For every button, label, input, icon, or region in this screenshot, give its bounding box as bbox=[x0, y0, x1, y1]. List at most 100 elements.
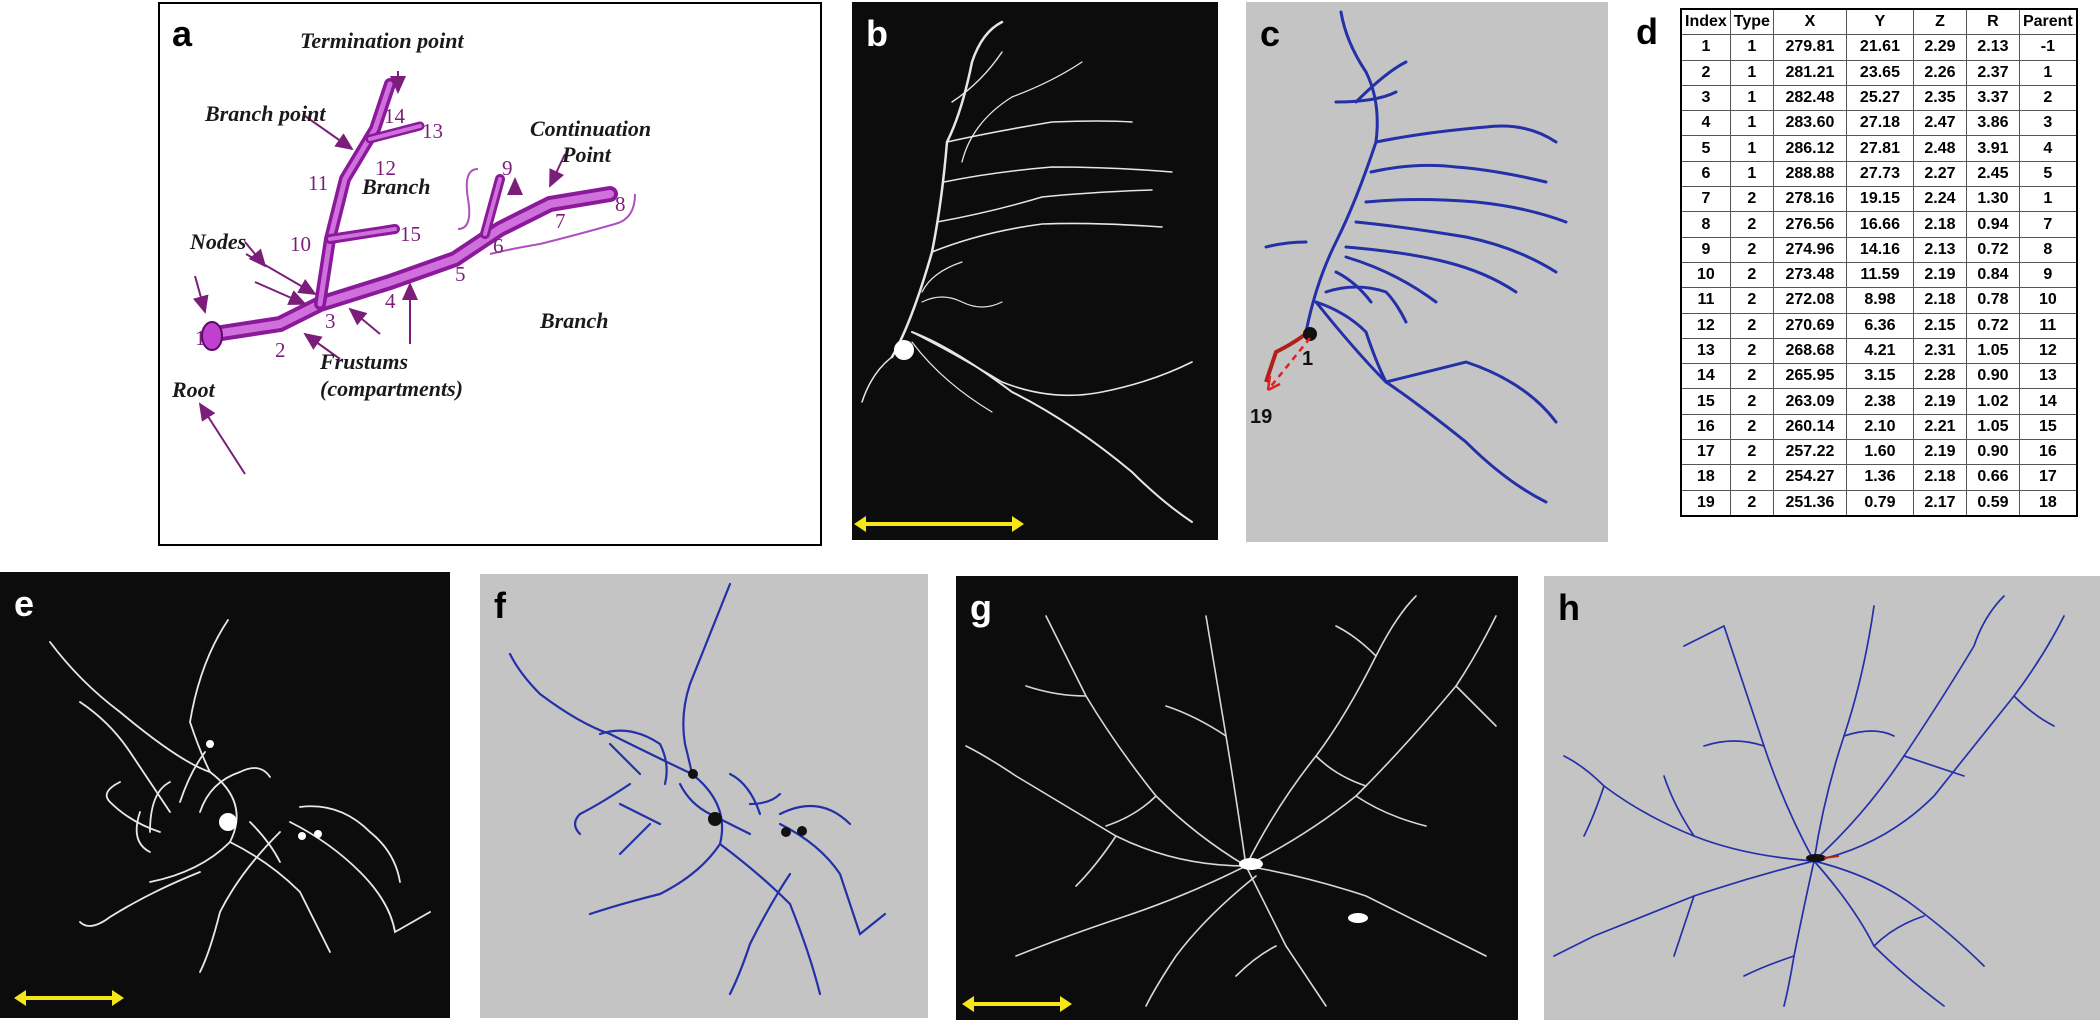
node-number: 12 bbox=[375, 156, 396, 180]
table-cell: 1.30 bbox=[1965, 186, 2020, 213]
neuron-fluorescence-image bbox=[49, 619, 431, 973]
neuron-trace-blue bbox=[1553, 595, 2065, 1007]
table-cell: 276.56 bbox=[1772, 211, 1847, 238]
table-cell: 2.45 bbox=[1965, 160, 2020, 188]
neuron-trace-blue bbox=[508, 582, 887, 996]
table-cell: 1 bbox=[2018, 186, 2078, 213]
soma bbox=[1806, 854, 1826, 862]
node-number: 7 bbox=[555, 209, 566, 233]
table-cell: 260.14 bbox=[1772, 413, 1847, 441]
panel-letter-b: b bbox=[866, 13, 888, 54]
table-cell: 0.79 bbox=[1845, 489, 1914, 517]
table-cell: 21.61 bbox=[1845, 34, 1914, 61]
table-cell: 1 bbox=[1729, 110, 1774, 137]
panel-letter-a: a bbox=[172, 13, 193, 54]
scale-bar bbox=[854, 516, 1024, 532]
root-cap bbox=[201, 321, 223, 351]
label-compartments: (compartments) bbox=[320, 376, 463, 401]
table-cell: 2.19 bbox=[1912, 439, 1967, 466]
table-cell: 281.21 bbox=[1772, 59, 1847, 86]
table-cell: 2.48 bbox=[1912, 135, 1967, 162]
neuron-fluorescence-image bbox=[861, 20, 1193, 523]
table-cell: 257.22 bbox=[1772, 439, 1847, 466]
table-cell: 2.31 bbox=[1912, 337, 1967, 365]
table-cell: 2 bbox=[1729, 186, 1774, 213]
table-cell: 2.37 bbox=[1965, 59, 2020, 86]
soma bbox=[1348, 913, 1368, 923]
table-cell: 12 bbox=[2018, 337, 2078, 365]
table-cell: 254.27 bbox=[1772, 464, 1847, 491]
neuron-fluorescence-image bbox=[965, 595, 1497, 1007]
table-cell: 279.81 bbox=[1772, 34, 1847, 61]
scale-bar bbox=[14, 990, 124, 1006]
panel-letter-c: c bbox=[1260, 13, 1281, 54]
table-cell: 2 bbox=[2018, 84, 2078, 112]
table-cell: 6.36 bbox=[1845, 312, 1914, 339]
table-cell: 27.73 bbox=[1845, 160, 1914, 188]
table-cell: 2 bbox=[1729, 261, 1774, 289]
panel-g-microscopy: g bbox=[956, 576, 1518, 1020]
table-cell: 9 bbox=[2018, 261, 2078, 289]
table-cell: 10 bbox=[1680, 261, 1731, 289]
table-cell: 4 bbox=[2018, 135, 2078, 162]
table-cell: 1.60 bbox=[1845, 439, 1914, 466]
table-cell: 3.37 bbox=[1965, 84, 2020, 112]
annotation-arrows bbox=[193, 71, 566, 475]
table-cell: 16 bbox=[2018, 439, 2078, 466]
table-cell: 2.18 bbox=[1912, 464, 1967, 491]
table-cell: 278.16 bbox=[1772, 186, 1847, 213]
table-cell: 3 bbox=[2018, 110, 2078, 137]
table-cell: 273.48 bbox=[1772, 261, 1847, 289]
table-cell: 1 bbox=[1729, 160, 1774, 188]
table-cell: 265.95 bbox=[1772, 363, 1847, 390]
table-cell: 2.38 bbox=[1845, 388, 1914, 415]
table-cell: 2.13 bbox=[1912, 236, 1967, 263]
table-cell: 16.66 bbox=[1845, 211, 1914, 238]
table-cell: 9 bbox=[1680, 236, 1731, 263]
table-cell: 1.05 bbox=[1965, 413, 2020, 441]
table-cell: 11.59 bbox=[1845, 261, 1914, 289]
label-branch-lower: Branch bbox=[540, 308, 609, 333]
panel-f-reconstruction: f bbox=[480, 574, 928, 1018]
node-number: 2 bbox=[275, 338, 286, 362]
label-nodes: Nodes bbox=[190, 229, 247, 254]
scale-bar bbox=[962, 996, 1072, 1012]
table-cell: 2.19 bbox=[1912, 388, 1967, 415]
label-termination-point: Termination point bbox=[300, 28, 464, 53]
panel-letter-h: h bbox=[1558, 587, 1580, 628]
soma bbox=[1239, 858, 1263, 870]
table-cell: 5 bbox=[1680, 135, 1731, 162]
col-header: Y bbox=[1845, 8, 1914, 36]
table-cell: 1.36 bbox=[1845, 464, 1914, 491]
table-cell: 2.18 bbox=[1912, 287, 1967, 314]
table-cell: 18 bbox=[2018, 489, 2078, 517]
node-number: 4 bbox=[385, 289, 396, 313]
table-cell: 23.65 bbox=[1845, 59, 1914, 86]
table-cell: 5 bbox=[2018, 160, 2078, 188]
table-cell: 4 bbox=[1680, 110, 1731, 137]
table-cell: 2 bbox=[1729, 236, 1774, 263]
panel-letter-d: d bbox=[1636, 11, 1658, 52]
dendrite-traces bbox=[1553, 595, 2065, 1007]
table-cell: 2.13 bbox=[1965, 34, 2020, 61]
table-cell: 2 bbox=[1729, 464, 1774, 491]
label-root: Root bbox=[172, 377, 215, 402]
table-cell: 272.08 bbox=[1772, 287, 1847, 314]
table-cell: 270.69 bbox=[1772, 312, 1847, 339]
table-cell: 8 bbox=[2018, 236, 2078, 263]
panel-b-microscopy: b bbox=[852, 2, 1218, 540]
node-number: 6 bbox=[493, 234, 504, 258]
table-cell: 2 bbox=[1680, 59, 1731, 86]
brace-branch-small bbox=[457, 168, 479, 230]
node-number: 14 bbox=[384, 104, 405, 128]
table-cell: 2.21 bbox=[1912, 413, 1967, 441]
panel-letter-e: e bbox=[14, 583, 35, 624]
table-cell: 12 bbox=[1680, 312, 1731, 339]
table-cell: 27.18 bbox=[1845, 110, 1914, 137]
